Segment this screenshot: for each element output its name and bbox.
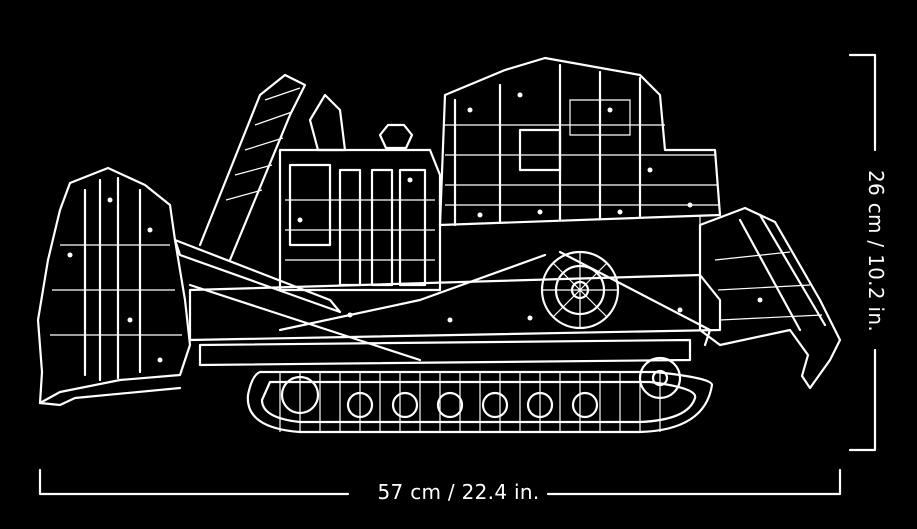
operator-cab [438,56,722,227]
height-dimension-label: 26 cm / 10.2 in. [864,169,888,333]
rear-ripper [698,206,842,390]
engine-housing [278,148,442,292]
width-dimension-label: 57 cm / 22.4 in. [377,480,540,504]
height-dimension-bracket [848,53,877,452]
crawler-track [246,250,714,434]
bulldozer-drawing [36,56,842,434]
pin-hole-details [67,92,763,363]
main-frame [188,215,722,367]
exhaust-stack [308,93,414,152]
width-dimension-bracket [38,468,842,496]
drive-sprocket [540,250,620,330]
blade-push-arm [173,73,422,362]
front-blade [36,166,192,407]
